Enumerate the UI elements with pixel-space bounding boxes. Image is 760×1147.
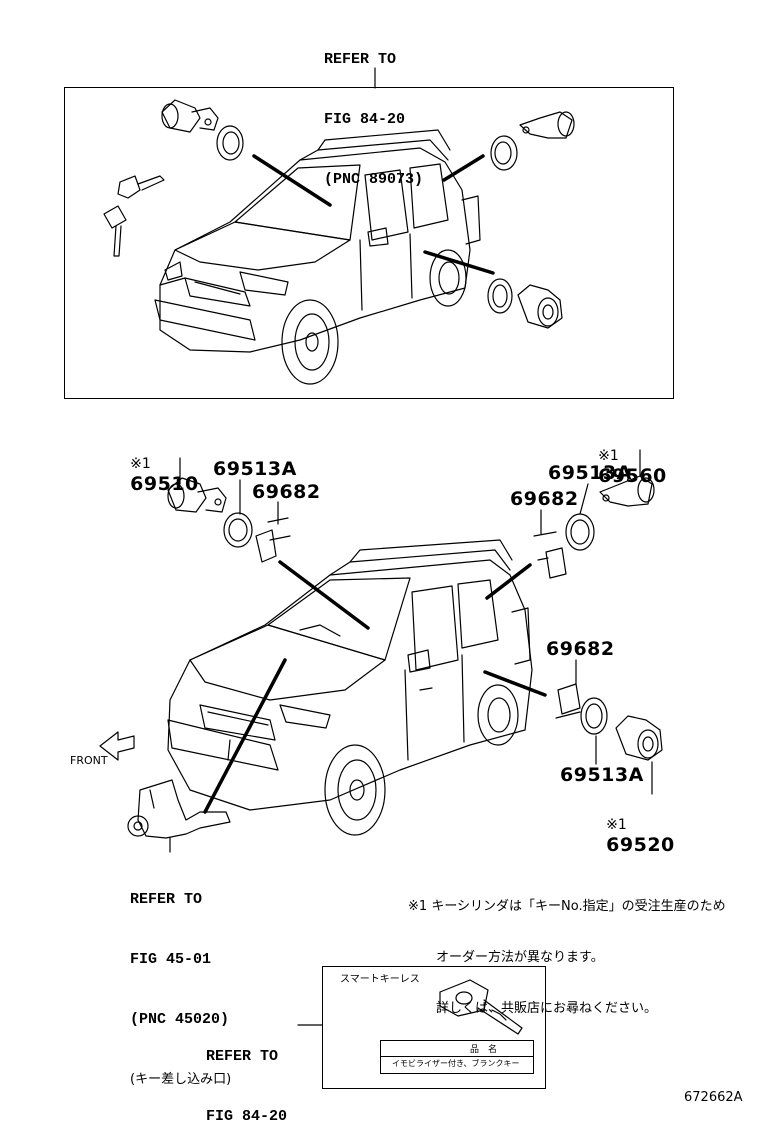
front-arrow-icon [99, 731, 135, 761]
top-right-pointer [442, 154, 485, 182]
part-69560-label[interactable]: ※1 69560 [588, 426, 667, 487]
smart-key-illustration [439, 979, 523, 1035]
part-69682-right-label[interactable]: 69682 [510, 488, 579, 510]
smart-key-table-divider [381, 1056, 533, 1057]
special-order-mark: ※1 [130, 456, 151, 472]
ignition-reference-line3: (PNC 45020) [130, 1011, 230, 1028]
top-right-gasket-illustration [490, 135, 518, 171]
ignition-reference-line4: (キー差し込み口) [130, 1072, 232, 1087]
ignition-reference-line2: FIG 45-01 [130, 951, 212, 968]
right-door-cylinder-illustration [599, 475, 655, 507]
part-69513A-rear-label[interactable]: 69513A [560, 764, 644, 786]
top-rear-pointer [423, 250, 495, 275]
main-right-pointer [485, 563, 532, 600]
top-left-cylinder-illustration [161, 99, 219, 133]
part-69682-left-label[interactable]: 69682 [252, 481, 321, 503]
bottom-reference-line2: FIG 84-20 [206, 1108, 288, 1125]
footnote: ※1 キーシリンダは「キーNo.指定」の受注生産のため オーダー方法が異なります… [408, 864, 726, 1034]
parts-diagram-artwork [99, 67, 663, 1035]
front-label: FRONT [70, 754, 108, 767]
top-left-pointer [252, 154, 332, 207]
rear-door-cylinder-illustration [615, 715, 663, 761]
part-69513A-left-label[interactable]: 69513A [213, 458, 297, 480]
leader-69513A-right [579, 483, 589, 515]
main-vehicle-illustration [167, 539, 533, 836]
part-69513A-right-label[interactable]: 69513A [548, 462, 632, 484]
right-retainer-illustration [533, 531, 567, 579]
footnote-mark: ※1 [408, 899, 428, 914]
rear-gasket-illustration [580, 697, 608, 735]
footnote-line1: キーシリンダは「キーNo.指定」の受注生産のため [431, 899, 726, 914]
smart-key-table-row: イモビライザー付き、ブランクキー [392, 1059, 520, 1068]
part-number-69560: 69560 [598, 465, 667, 487]
smart-key-table-header: 品 名 [470, 1045, 498, 1055]
bottom-reference-label[interactable]: REFER TO FIG 84-20 [206, 1007, 287, 1147]
smart-key-title: スマートキーレス [340, 974, 420, 985]
ignition-reference-label[interactable]: REFER TO FIG 45-01 (PNC 45020) (キー差し込み口) [130, 850, 231, 1110]
part-69520-label[interactable]: ※1 69520 [596, 795, 675, 856]
ignition-pointer [203, 658, 287, 814]
part-69510-label[interactable]: ※1 69510 [120, 434, 199, 495]
part-number-69520: 69520 [606, 834, 675, 856]
part-69682-rear-label[interactable]: 69682 [546, 638, 615, 660]
top-vehicle-illustration [154, 129, 481, 385]
right-gasket-illustration [565, 513, 595, 551]
top-reference-label[interactable]: REFER TO FIG 84-20 (PNC 89073) [324, 10, 423, 210]
top-reference-line1: REFER TO [324, 51, 397, 68]
rear-retainer-illustration [555, 683, 581, 719]
top-reference-line3: (PNC 89073) [324, 171, 424, 188]
main-left-pointer [278, 560, 370, 630]
left-gasket-illustration [223, 512, 253, 548]
ignition-switch-illustration [127, 779, 231, 839]
footnote-line2: オーダー方法が異なります。 [436, 950, 604, 965]
top-rear-cylinder-illustration [517, 284, 563, 329]
left-retainer-illustration [255, 517, 291, 563]
top-keys-illustration [103, 175, 165, 257]
top-illustration-frame [64, 87, 674, 399]
left-door-cylinder-illustration [167, 477, 227, 513]
smart-key-frame [322, 966, 546, 1089]
smart-key-table [380, 1040, 534, 1074]
ignition-reference-line1: REFER TO [130, 891, 203, 908]
top-right-cylinder-illustration [519, 111, 575, 139]
bottom-reference-line1: REFER TO [206, 1048, 279, 1065]
part-number-69510: 69510 [130, 473, 199, 495]
special-order-mark: ※1 [606, 817, 627, 833]
special-order-mark: ※1 [598, 448, 619, 464]
top-reference-line2: FIG 84-20 [324, 111, 406, 128]
top-rear-gasket-illustration [487, 278, 513, 314]
top-left-gasket-illustration [216, 125, 244, 161]
diagram-id: 672662A [684, 1090, 743, 1105]
main-rear-pointer [483, 670, 547, 697]
footnote-line3: 詳しくは、共販店にお尋ねください。 [436, 1001, 658, 1016]
